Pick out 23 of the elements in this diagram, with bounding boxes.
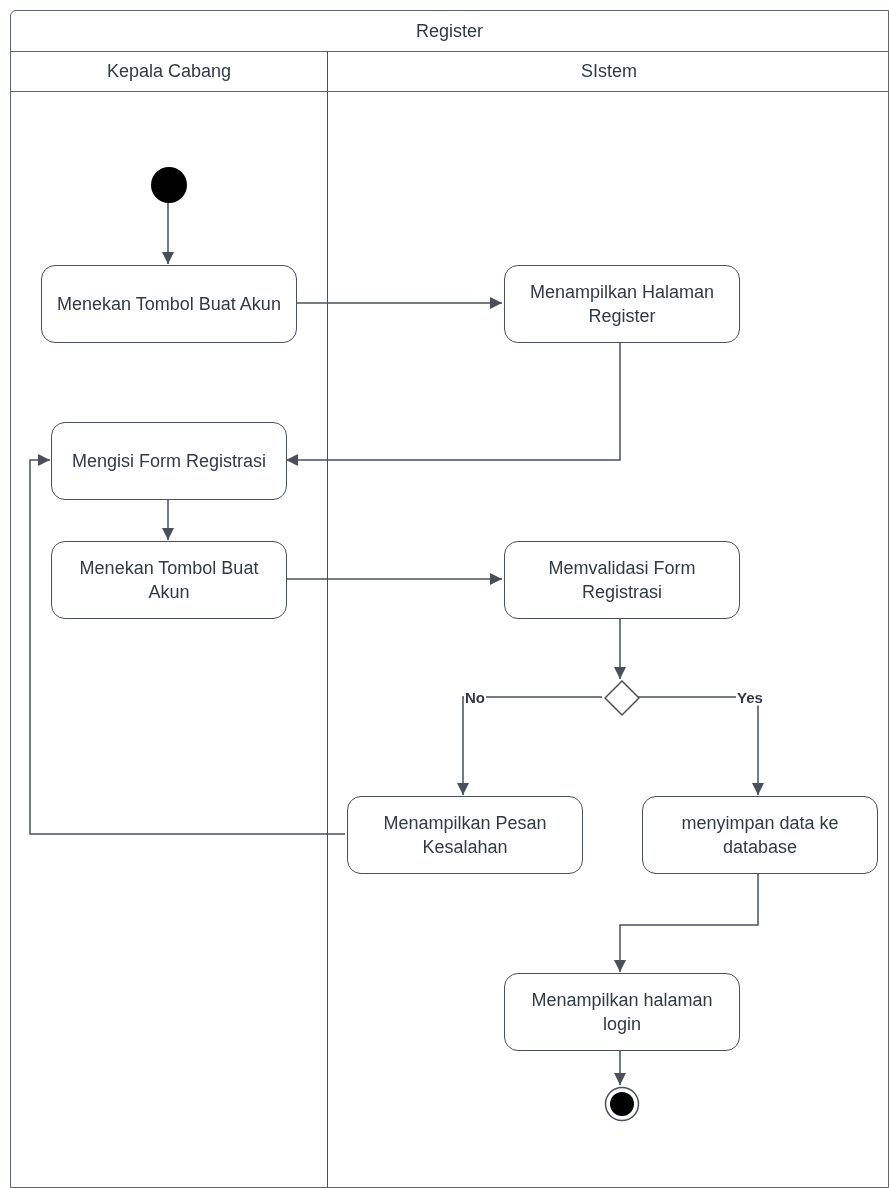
activity-box: menyimpan data ke database — [642, 796, 878, 874]
pool-title: Register — [416, 20, 483, 42]
swimlane-pool — [10, 10, 889, 1188]
arrow — [614, 617, 626, 680]
activity-box: Menampilkan halaman login — [504, 973, 740, 1051]
arrow — [457, 696, 603, 796]
arrow — [29, 454, 346, 835]
lane-title: Kepala Cabang — [106, 60, 232, 82]
activity-box: Menekan Tombol Buat Akun — [51, 541, 287, 619]
activity-box: Memvalidasi Form Registrasi — [504, 541, 740, 619]
lane-title: SIstem — [581, 60, 637, 82]
arrow — [162, 202, 174, 265]
swimlane — [327, 51, 889, 1188]
arrow — [295, 297, 503, 309]
activity-box: Menampilkan Halaman Register — [504, 265, 740, 343]
arrow — [285, 573, 503, 585]
arrow — [614, 1049, 626, 1086]
arrow — [162, 498, 174, 541]
activity-box: Menekan Tombol Buat Akun — [41, 265, 297, 343]
arrow — [614, 872, 759, 973]
activity-box: Menampilkan Pesan Kesalahan — [347, 796, 583, 874]
activity-box: Mengisi Form Registrasi — [51, 422, 287, 500]
arrow — [285, 341, 621, 466]
